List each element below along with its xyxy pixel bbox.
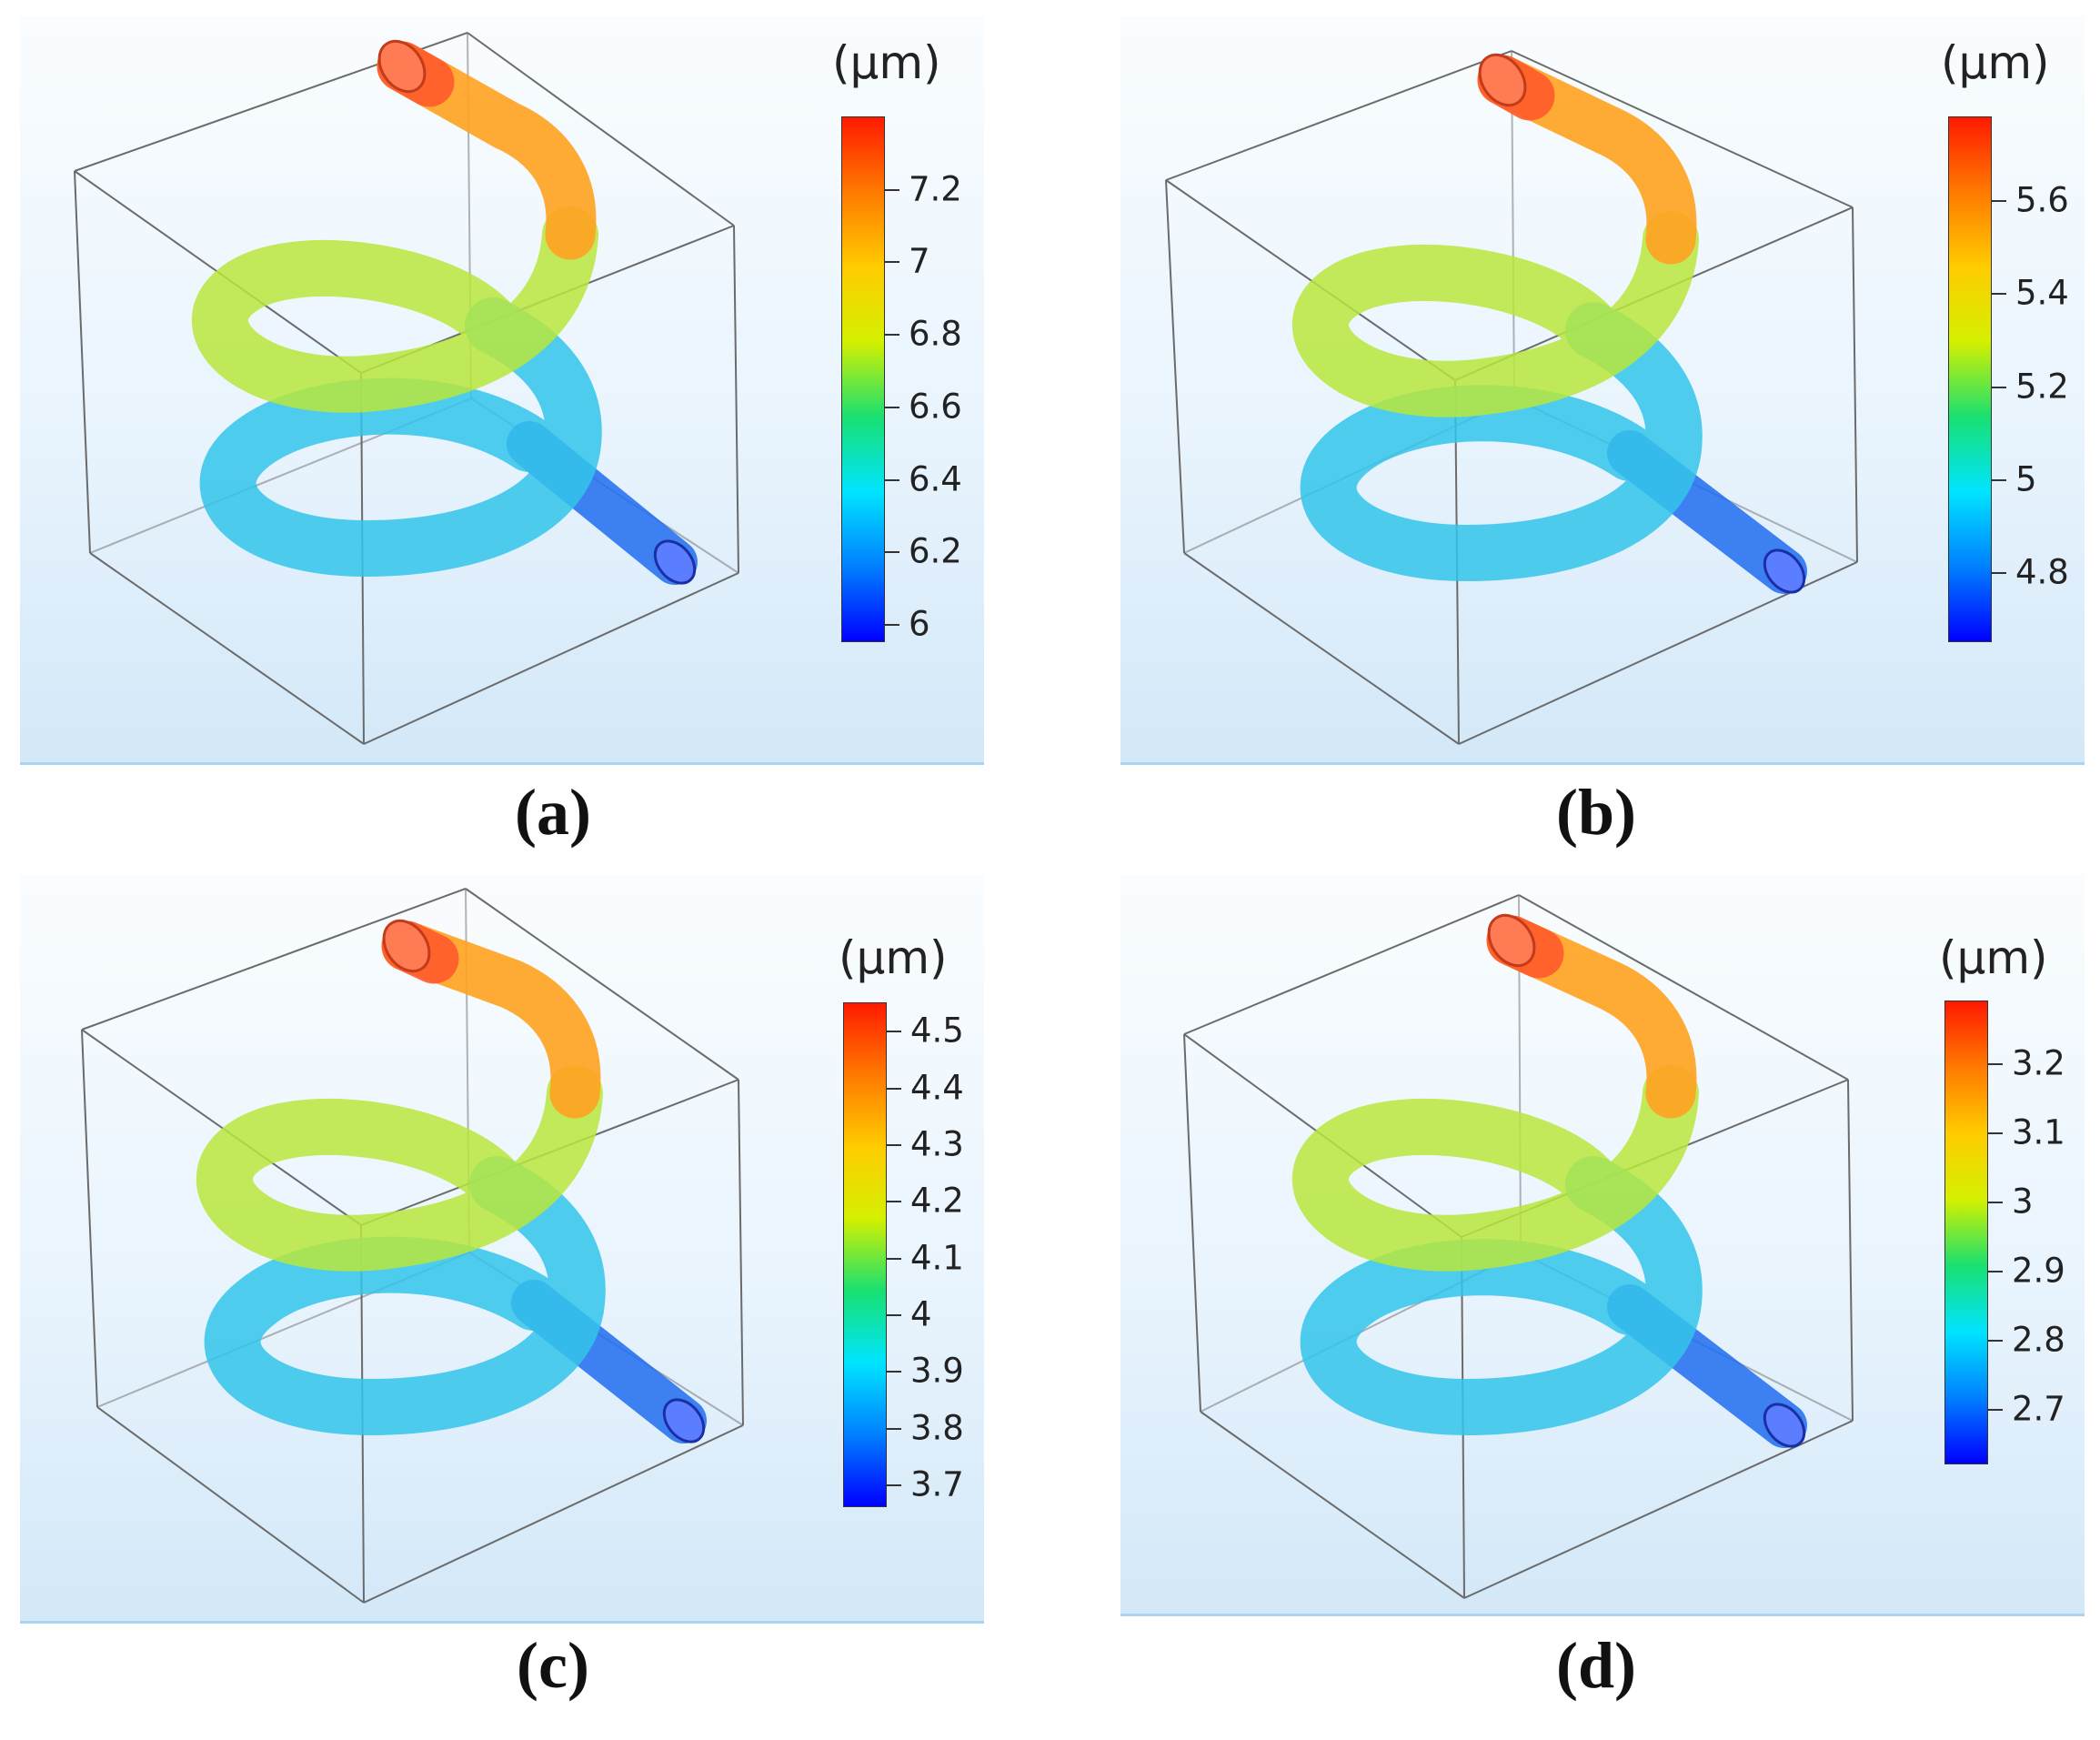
colorbar bbox=[1944, 1001, 1988, 1464]
colorbar-tick-mark bbox=[885, 478, 899, 481]
colorbar-tick-mark bbox=[1988, 1132, 2003, 1134]
helix-scene bbox=[1165, 50, 1858, 745]
colorbar-tick-label: 5.2 bbox=[2015, 367, 2069, 407]
colorbar-tick-mark bbox=[1992, 572, 2006, 575]
panel-a: (µm) 7.2 7 6.8 6.6 6.4 6.2 6 bbox=[20, 16, 984, 765]
colorbar-tick-mark bbox=[887, 1313, 901, 1316]
colorbar-tick-label: 6.4 bbox=[909, 459, 962, 499]
colorbar-tick-label: 6.8 bbox=[909, 314, 962, 354]
colorbar-tick-label: 6.2 bbox=[909, 531, 962, 571]
colorbar-tick-mark bbox=[1992, 478, 2006, 481]
colorbar-tick-label: 3 bbox=[2012, 1182, 2034, 1222]
unit-label: (µm) bbox=[1939, 931, 2048, 984]
helix-scene bbox=[81, 888, 744, 1604]
colorbar-tick-mark bbox=[885, 188, 899, 191]
colorbar-tick-label: 4.3 bbox=[910, 1124, 964, 1164]
colorbar-tick-label: 3.2 bbox=[2012, 1043, 2065, 1082]
colorbar-tick-label: 5.6 bbox=[2015, 180, 2069, 220]
colorbar-tick-label: 3.1 bbox=[2012, 1112, 2065, 1152]
colorbar-tick-mark bbox=[885, 261, 899, 264]
colorbar-tick-mark bbox=[1992, 293, 2006, 296]
colorbar-tick-label: 5 bbox=[2015, 459, 2037, 499]
colorbar-tick-label: 2.8 bbox=[2012, 1320, 2065, 1360]
colorbar-tick-label: 7.2 bbox=[909, 169, 962, 209]
panel-c: (µm) 4.5 4.4 4.3 4.2 4.1 4 3.9 3.8 3.7 bbox=[20, 875, 984, 1624]
colorbar-tick-label: 4.1 bbox=[910, 1238, 964, 1278]
helix-tube bbox=[196, 919, 707, 1443]
colorbar bbox=[841, 116, 885, 642]
colorbar-tick-label: 6 bbox=[909, 604, 930, 644]
helix-tube bbox=[1291, 53, 1807, 594]
colorbar-tick-label: 6.6 bbox=[909, 387, 962, 427]
colorbar bbox=[1948, 116, 1992, 642]
colorbar-tick-label: 3.9 bbox=[910, 1351, 964, 1391]
colorbar-tick-mark bbox=[1988, 1062, 2003, 1065]
colorbar-tick-mark bbox=[887, 1087, 901, 1090]
unit-label: (µm) bbox=[839, 931, 948, 984]
colorbar-tick-label: 4.8 bbox=[2015, 552, 2069, 592]
colorbar-tick-mark bbox=[887, 1143, 901, 1146]
colorbar-tick-mark bbox=[885, 406, 899, 408]
colorbar-tick-label: 4.2 bbox=[910, 1181, 964, 1221]
colorbar-tick-label: 4 bbox=[910, 1294, 932, 1334]
colorbar-tick-label: 2.7 bbox=[2012, 1389, 2065, 1429]
colorbar-tick-mark bbox=[887, 1427, 901, 1430]
colorbar-tick-mark bbox=[1988, 1270, 2003, 1272]
colorbar-tick-mark bbox=[887, 1201, 901, 1203]
colorbar-tick-mark bbox=[1988, 1409, 2003, 1412]
colorbar-tick-mark bbox=[887, 1257, 901, 1260]
colorbar-tick-mark bbox=[1992, 386, 2006, 388]
caption-c: (c) bbox=[517, 1629, 589, 1702]
colorbar-tick-mark bbox=[885, 334, 899, 337]
unit-label: (µm) bbox=[1941, 36, 2050, 89]
colorbar-tick-mark bbox=[885, 551, 899, 554]
colorbar-tick-mark bbox=[885, 624, 899, 627]
colorbar-tick-label: 3.7 bbox=[910, 1464, 964, 1504]
colorbar-tick-mark bbox=[887, 1371, 901, 1373]
helix-tube bbox=[1291, 913, 1807, 1448]
caption-d: (d) bbox=[1556, 1629, 1636, 1702]
colorbar-tick-mark bbox=[1988, 1201, 2003, 1203]
colorbar-tick-label: 5.4 bbox=[2015, 273, 2069, 313]
helix-scene bbox=[74, 32, 739, 745]
colorbar-tick-mark bbox=[887, 1484, 901, 1487]
colorbar-tick-mark bbox=[887, 1031, 901, 1033]
colorbar-tick-label: 2.9 bbox=[2012, 1251, 2065, 1291]
caption-b: (b) bbox=[1556, 776, 1636, 849]
colorbar-tick-mark bbox=[1988, 1339, 2003, 1342]
panel-b: (µm) 5.6 5.4 5.2 5 4.8 bbox=[1120, 16, 2085, 765]
helix-scene bbox=[1183, 894, 1854, 1599]
colorbar-tick-mark bbox=[1992, 200, 2006, 203]
colorbar-tick-label: 7 bbox=[909, 241, 930, 281]
helix-tube bbox=[191, 39, 698, 585]
colorbar-tick-label: 3.8 bbox=[910, 1408, 964, 1448]
colorbar-tick-label: 4.4 bbox=[910, 1068, 964, 1108]
colorbar-tick-label: 4.5 bbox=[910, 1011, 964, 1051]
caption-a: (a) bbox=[515, 776, 591, 849]
panel-d: (µm) 3.2 3.1 3 2.9 2.8 2.7 bbox=[1120, 875, 2085, 1616]
unit-label: (µm) bbox=[832, 36, 941, 89]
colorbar bbox=[843, 1002, 887, 1507]
